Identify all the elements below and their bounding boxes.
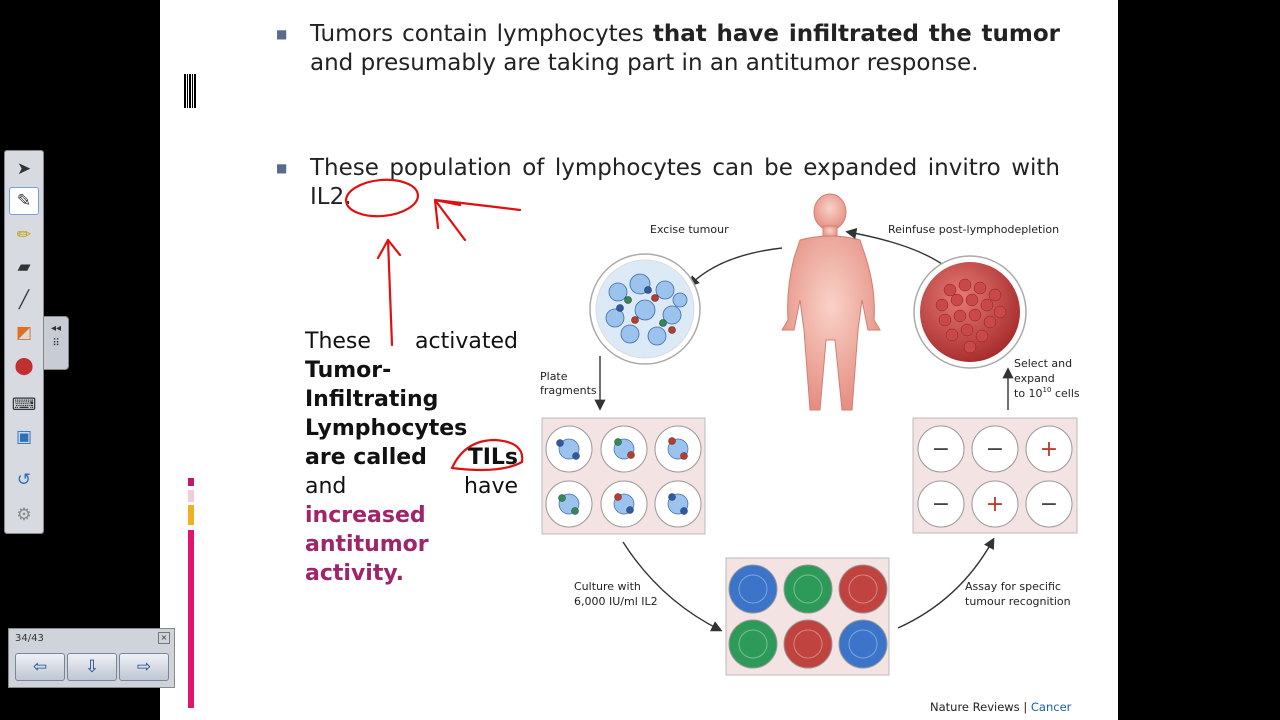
annotation-toolbar: ➤ ✎ ✏ ▰ ╱ ◩ ⬤ ⌨ ▣ ↺ ⚙ bbox=[4, 150, 44, 534]
label-tumour-recognition: tumour recognition bbox=[965, 595, 1071, 608]
slide-menu-button[interactable]: ⇩ bbox=[67, 653, 117, 681]
left-arrow-icon: ⇦ bbox=[32, 657, 48, 677]
expanded-cells-icon bbox=[913, 255, 1027, 369]
barcode-mark bbox=[184, 74, 196, 108]
label-fragments: fragments bbox=[540, 384, 597, 397]
deco-bar bbox=[188, 530, 194, 708]
ink-circle-il2 bbox=[345, 178, 419, 218]
grip-icon: ⠿ bbox=[52, 338, 60, 349]
highlighter-icon[interactable]: ✏ bbox=[16, 225, 32, 245]
deco-bar bbox=[188, 490, 194, 502]
right-arrow-icon: ⇨ bbox=[136, 657, 152, 677]
label-plate: Plate bbox=[540, 370, 568, 383]
bullet-1: ■ Tumors contain lymphocytes that have i… bbox=[276, 20, 1061, 78]
credit-journal: Nature Reviews bbox=[930, 700, 1020, 714]
til-bold-line: Lymphocytes bbox=[305, 416, 468, 441]
settings-icon[interactable]: ⚙ bbox=[16, 505, 32, 525]
til-line1-b: activated bbox=[415, 329, 518, 354]
bullet-2-text: These population of lymphocytes can be e… bbox=[310, 155, 1060, 210]
slide-navigator: 34/43 × ⇦ ⇩ ⇨ bbox=[8, 628, 175, 688]
bullet-2: ■ These population of lymphocytes can be… bbox=[276, 154, 1060, 212]
til-bold-line: Tumor- bbox=[305, 358, 392, 383]
journal-credit: Nature Reviews | Cancer bbox=[930, 700, 1071, 714]
til-are-called: are called bbox=[305, 445, 427, 470]
bullet-1-text-end: and presumably are taking part in an ant… bbox=[310, 50, 979, 76]
label-expand: expand bbox=[1014, 372, 1055, 385]
assay-sign: − bbox=[1040, 492, 1058, 517]
close-icon[interactable]: × bbox=[158, 632, 170, 644]
til-magenta-line: antitumor bbox=[305, 532, 429, 557]
next-slide-button[interactable]: ⇨ bbox=[119, 653, 169, 681]
label-assay: Assay for specific bbox=[965, 580, 1061, 593]
til-have: have bbox=[464, 474, 518, 499]
faint-slide-controls bbox=[160, 690, 300, 714]
assay-sign: − bbox=[932, 492, 950, 517]
til-magenta-line: increased bbox=[305, 503, 426, 528]
bullet-marker-icon: ■ bbox=[276, 27, 288, 41]
eraser-icon[interactable]: ▰ bbox=[17, 257, 31, 277]
collapse-arrows-icon: ◂◂ bbox=[50, 323, 62, 334]
ink-circle-tils bbox=[450, 438, 524, 472]
pen-icon[interactable]: ✎ bbox=[9, 187, 39, 215]
til-therapy-diagram: − − + − + − Excise tumour Reinfuse post-… bbox=[345, 178, 1080, 676]
bullet-1-bold: that have infiltrated the tumor bbox=[652, 21, 1061, 47]
til-bold-line: Infiltrating bbox=[305, 387, 439, 412]
til-and: and bbox=[305, 474, 347, 499]
bullet-marker-icon: ■ bbox=[276, 161, 288, 175]
deco-bar bbox=[188, 478, 194, 486]
label-reinfuse: Reinfuse post-lymphodepletion bbox=[888, 223, 1059, 236]
undo-icon[interactable]: ↺ bbox=[16, 470, 32, 490]
label-select: Select and bbox=[1014, 357, 1072, 370]
plate-fragments-tray bbox=[541, 417, 706, 535]
process-arrows bbox=[594, 227, 1014, 632]
select-arrow-icon[interactable]: ➤ bbox=[16, 159, 32, 179]
ink-annotations bbox=[345, 178, 524, 472]
assay-sign: + bbox=[1040, 437, 1058, 462]
screen-icon[interactable]: ▣ bbox=[15, 427, 33, 447]
human-figure-icon bbox=[781, 193, 881, 411]
slide-counter: 34/43 bbox=[15, 633, 44, 644]
assay-sign: − bbox=[986, 437, 1004, 462]
assay-sign: + bbox=[986, 492, 1004, 517]
label-excise-tumour: Excise tumour bbox=[650, 223, 729, 236]
til-description: These activated Tumor- Infiltrating Lymph… bbox=[305, 327, 518, 588]
slide: ■ Tumors contain lymphocytes that have i… bbox=[160, 0, 1118, 720]
ink-arrow-up bbox=[376, 238, 402, 347]
assay-tray: − − + − + − bbox=[912, 417, 1078, 534]
prev-slide-button[interactable]: ⇦ bbox=[15, 653, 65, 681]
til-magenta-line: activity. bbox=[305, 561, 405, 586]
shapes-icon[interactable]: ◩ bbox=[15, 323, 33, 343]
culture-tray bbox=[725, 557, 890, 676]
laser-pointer-icon[interactable]: ⬤ bbox=[14, 356, 34, 376]
label-cell-count: to 1010 cells bbox=[1014, 386, 1080, 400]
til-line1-a: These bbox=[305, 329, 371, 354]
credit-separator: | bbox=[1019, 700, 1031, 714]
credit-section: Cancer bbox=[1030, 700, 1072, 714]
deco-bar bbox=[188, 505, 194, 525]
ink-arrow-left bbox=[433, 198, 522, 242]
label-il2-dose: 6,000 IU/ml IL2 bbox=[574, 595, 658, 608]
assay-sign: − bbox=[932, 437, 950, 462]
keyboard-icon[interactable]: ⌨ bbox=[11, 395, 37, 415]
toolbar-collapse-tab[interactable]: ◂◂ ⠿ bbox=[43, 316, 69, 370]
label-culture: Culture with bbox=[574, 580, 641, 593]
tumour-sample-icon bbox=[589, 253, 701, 365]
line-icon[interactable]: ╱ bbox=[18, 290, 30, 310]
bullet-1-text: Tumors contain lymphocytes bbox=[310, 21, 653, 47]
menu-down-icon: ⇩ bbox=[84, 657, 100, 677]
